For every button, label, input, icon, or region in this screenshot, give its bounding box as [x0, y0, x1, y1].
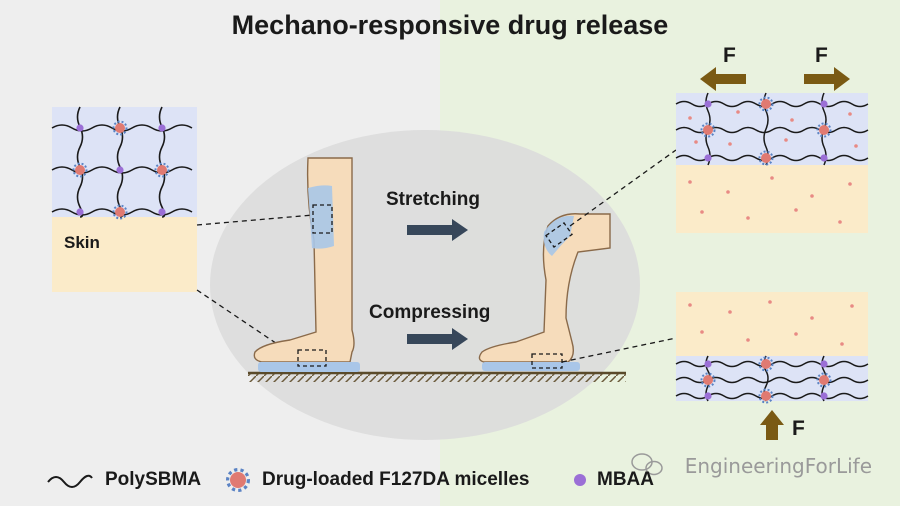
force-label-right: F — [815, 44, 828, 67]
force-label-left: F — [723, 44, 736, 67]
force-arrows-top — [700, 67, 850, 91]
stretching-label: Stretching — [386, 189, 480, 210]
leg-standing — [253, 157, 360, 372]
force-arrow-left — [700, 67, 746, 91]
inset-hydrogel-on-skin — [51, 106, 197, 292]
crosslinker-legend-icon — [574, 474, 586, 486]
legend-crosslinker-label: MBAA — [597, 469, 654, 490]
stretching-arrow — [407, 219, 468, 241]
zoom-connectors-right — [561, 149, 677, 363]
compressing-arrow — [407, 328, 468, 350]
inset-stretching — [675, 92, 869, 233]
legend-polymer-label: PolySBMA — [105, 469, 202, 490]
ground — [248, 371, 626, 382]
inset-compressing — [675, 292, 869, 404]
compressing-label: Compressing — [369, 302, 491, 323]
center-oval — [210, 130, 640, 440]
watermark-icon — [631, 453, 663, 476]
released-drug-dots — [688, 110, 858, 224]
legend-micelle-label: Drug-loaded F127DA micelles — [262, 469, 530, 490]
watermark-text: EngineeringForLife — [684, 454, 872, 478]
leg-bent — [478, 213, 611, 371]
skin-label: Skin — [64, 233, 100, 252]
force-label-bottom: F — [792, 417, 805, 440]
force-arrow-up — [760, 410, 784, 440]
polymer-legend-icon — [47, 474, 93, 488]
process-arrows — [407, 219, 468, 350]
figure-title: Mechano-responsive drug release — [231, 10, 669, 40]
legend-symbols — [47, 468, 586, 492]
force-arrow-right — [804, 67, 850, 91]
